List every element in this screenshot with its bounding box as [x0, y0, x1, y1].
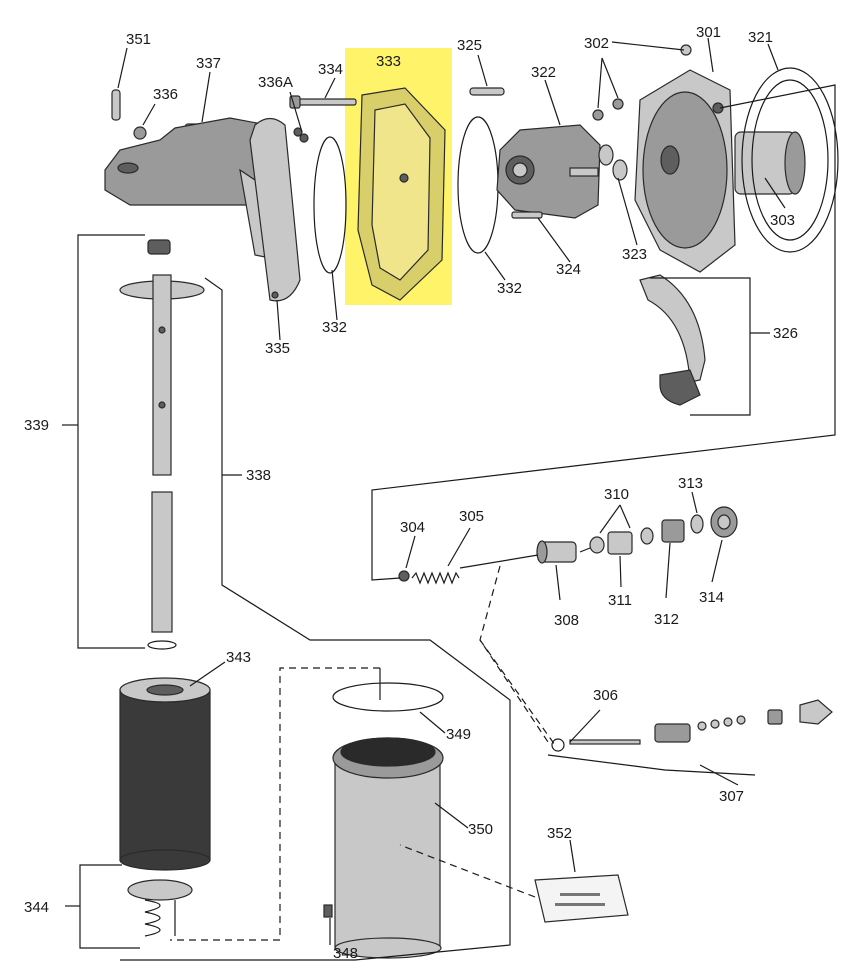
part-310-washer-a — [589, 536, 605, 554]
part-o-ring — [147, 640, 177, 650]
part-cap — [147, 239, 171, 255]
label-326: 326 — [773, 325, 798, 342]
label-322: 322 — [531, 64, 556, 81]
label-351: 351 — [126, 31, 151, 48]
part-324-screw — [511, 211, 543, 219]
part-348-drain-plug — [323, 904, 333, 918]
label-344: 344 — [24, 899, 49, 916]
label-348: 348 — [333, 945, 358, 962]
part-303-shaft — [734, 131, 806, 195]
part-349-seal-ring — [332, 682, 444, 712]
label-301: 301 — [696, 24, 721, 41]
label-339: 339 — [24, 417, 49, 434]
part-304-ball — [398, 570, 410, 582]
label-332-left: 332 — [322, 319, 347, 336]
part-306-o-ring — [551, 738, 565, 752]
label-314: 314 — [699, 589, 724, 606]
label-302: 302 — [584, 35, 609, 52]
label-310: 310 — [604, 486, 629, 503]
label-307: 307 — [719, 788, 744, 805]
part-352-package — [534, 874, 629, 923]
callout-labels: 351 337 336 336A 334 333 325 322 302 301… — [24, 24, 798, 962]
label-336: 336 — [153, 86, 178, 103]
part-344-spring-assembly — [127, 879, 193, 937]
label-337: 337 — [196, 55, 221, 72]
part-313-o-ring — [690, 514, 704, 534]
part-308-valve-body — [536, 540, 577, 564]
part-305-spring — [411, 571, 460, 585]
part-310-washer-b — [640, 527, 654, 545]
label-338: 338 — [246, 467, 271, 484]
label-308: 308 — [554, 612, 579, 629]
part-321-gasket — [741, 67, 839, 253]
part-334-bolt — [289, 95, 357, 109]
part-333-adapter-ring — [357, 87, 446, 301]
part-336-nut — [133, 126, 147, 140]
label-321: 321 — [748, 29, 773, 46]
part-325-pin — [469, 87, 505, 96]
part-301-housing — [634, 69, 736, 273]
label-352: 352 — [547, 825, 572, 842]
part-350-filter-bowl — [332, 737, 444, 959]
part-322-pump — [496, 124, 601, 219]
label-323: 323 — [622, 246, 647, 263]
label-312: 312 — [654, 611, 679, 628]
part-351-pin — [111, 89, 121, 121]
label-334: 334 — [318, 61, 343, 78]
label-333: 333 — [376, 53, 401, 70]
label-335: 335 — [265, 340, 290, 357]
part-314-cap-nut — [710, 506, 738, 538]
part-326-tube — [639, 274, 706, 406]
label-304: 304 — [400, 519, 425, 536]
label-313: 313 — [678, 475, 703, 492]
leader-lines — [62, 37, 836, 961]
part-339-tube — [151, 274, 173, 633]
label-332-right: 332 — [497, 280, 522, 297]
label-336A: 336A — [258, 74, 293, 91]
label-305: 305 — [459, 508, 484, 525]
part-343-filter-element — [119, 677, 211, 871]
part-332-gasket-right — [457, 116, 499, 254]
label-311: 311 — [608, 592, 632, 609]
label-306: 306 — [593, 687, 618, 704]
part-335-flange — [249, 117, 303, 302]
part-323-washers — [598, 144, 628, 181]
label-350: 350 — [468, 821, 493, 838]
label-349: 349 — [446, 726, 471, 743]
part-336A-screw — [299, 133, 309, 143]
part-311-sleeve — [607, 531, 633, 555]
label-343: 343 — [226, 649, 251, 666]
part-332-gasket-left — [313, 136, 347, 274]
label-325: 325 — [457, 37, 482, 54]
label-303: 303 — [770, 212, 795, 229]
part-312-fitting — [661, 519, 685, 543]
part-307-valve-assembly — [569, 699, 833, 745]
label-324: 324 — [556, 261, 581, 278]
